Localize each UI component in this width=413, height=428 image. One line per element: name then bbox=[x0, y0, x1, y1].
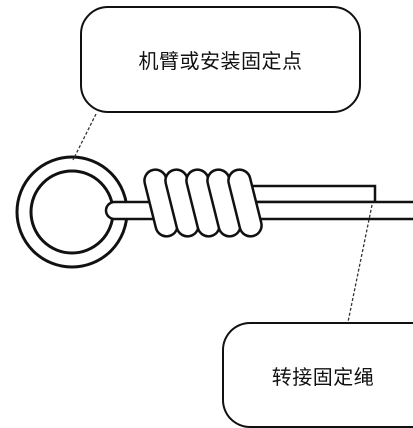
adapter-rope-label-box: 转接固定绳 bbox=[222, 322, 413, 428]
leader-line-adapter-rope bbox=[347, 204, 373, 323]
attachment-point-label-box: 机臂或安装固定点 bbox=[80, 6, 361, 113]
rope-coil bbox=[143, 168, 263, 238]
attachment-point-label: 机臂或安装固定点 bbox=[138, 49, 303, 73]
adapter-rope-label: 转接固定绳 bbox=[271, 364, 375, 389]
leader-line-attachment bbox=[72, 113, 97, 161]
